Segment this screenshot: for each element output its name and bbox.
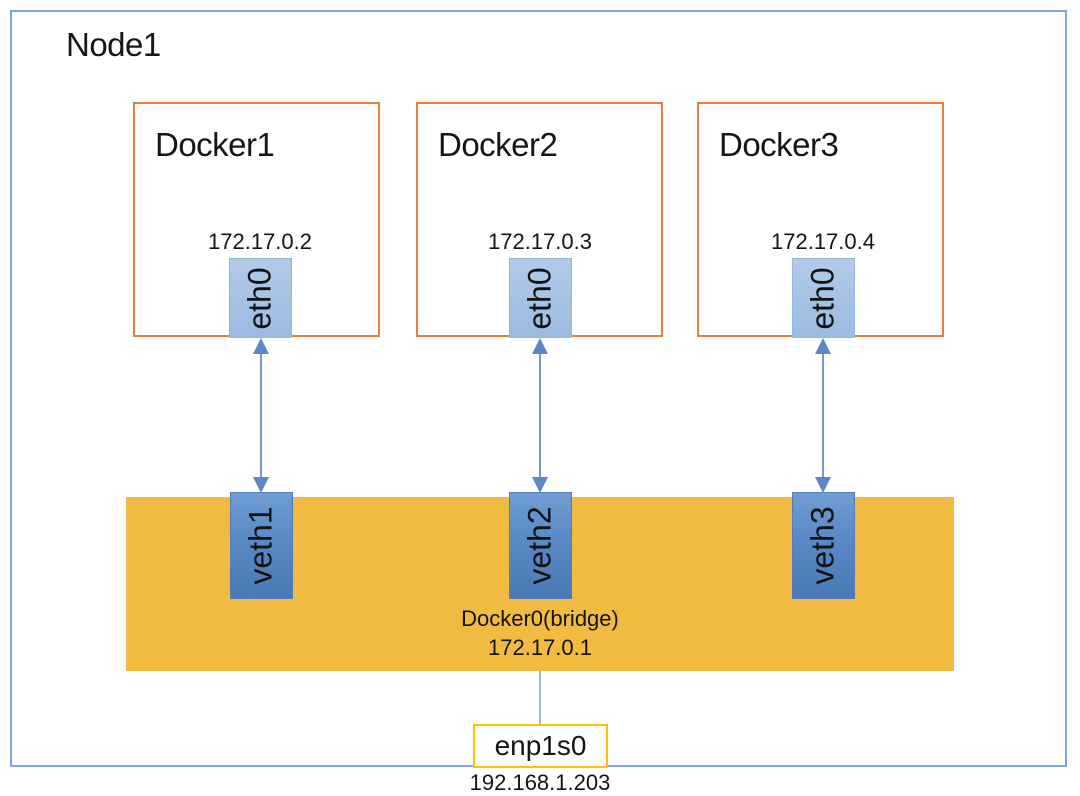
docker3-eth0-box: eth0 [792,258,855,338]
bridge-ip-label: 172.17.0.1 [488,635,592,660]
node-title: Node1 [66,26,161,63]
docker2-eth0-label: eth0 [522,266,558,330]
veth1-box: veth1 [230,492,293,599]
docker2-ip-label: 172.17.0.3 [488,229,592,254]
docker3-eth0-label: eth0 [805,266,841,330]
docker2-eth0-box: eth0 [509,258,572,338]
veth2-box: veth2 [509,492,572,599]
enp1s0-label: enp1s0 [494,730,587,761]
docker3-label: Docker3 [719,126,839,163]
docker1-label: Docker1 [155,126,275,163]
docker1-ip-label: 172.17.0.2 [208,229,312,254]
veth1-label: veth1 [243,506,279,585]
host-ip-label: 192.168.1.203 [469,770,611,795]
docker1-eth0-label: eth0 [242,266,278,330]
docker1-eth0-box: eth0 [229,258,292,338]
docker2-label: Docker2 [438,126,558,163]
veth2-label: veth2 [522,506,558,585]
veth3-label: veth3 [805,506,841,585]
bridge-name-label: Docker0(bridge) [461,606,619,631]
docker3-ip-label: 172.17.0.4 [771,229,875,254]
enp1s0-box: enp1s0 [473,724,608,768]
veth3-box: veth3 [792,492,855,599]
